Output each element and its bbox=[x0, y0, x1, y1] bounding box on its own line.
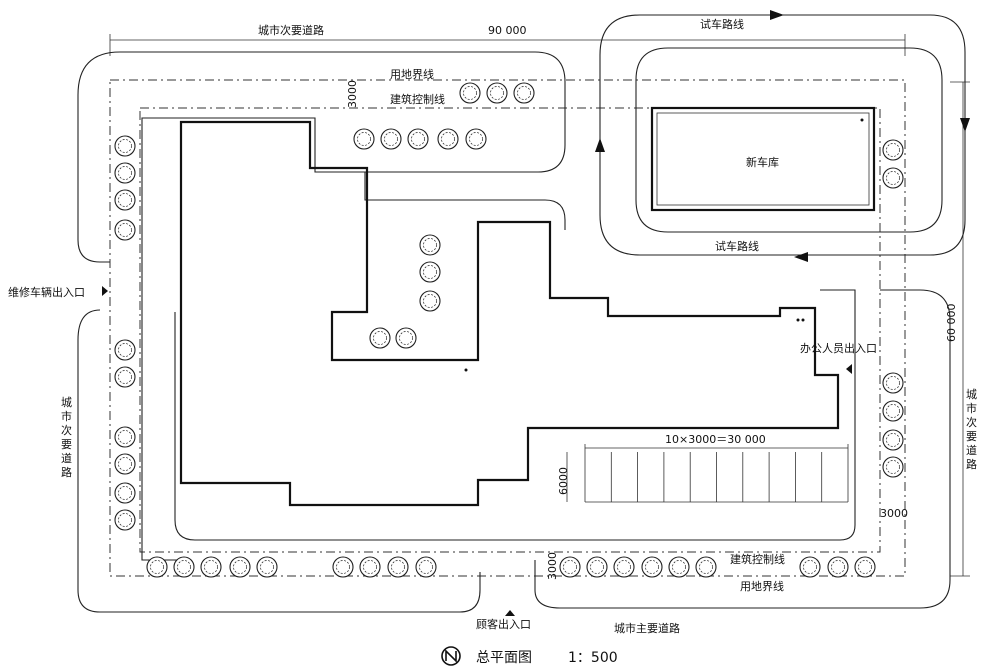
track-arrow-up-icon bbox=[595, 138, 605, 152]
customer-entrance-label: 顾客出入口 bbox=[476, 617, 531, 631]
parking-depth-label: 6000 bbox=[557, 467, 570, 495]
tree-icon bbox=[114, 219, 136, 241]
inner-drive bbox=[174, 172, 856, 541]
tree-icon bbox=[641, 556, 663, 578]
trees bbox=[114, 82, 904, 578]
tree-icon bbox=[114, 426, 136, 448]
road-top-label: 城市次要道路 bbox=[258, 23, 324, 37]
tree-icon bbox=[882, 429, 904, 451]
tree-icon bbox=[882, 167, 904, 189]
boundary-top-label: 用地界线 bbox=[390, 67, 434, 81]
tree-icon bbox=[114, 189, 136, 211]
tree-icon bbox=[827, 556, 849, 578]
test-track bbox=[599, 14, 966, 256]
north-arrow-icon bbox=[441, 646, 461, 666]
tree-icon bbox=[229, 556, 251, 578]
tree-icon bbox=[353, 128, 375, 150]
control-bottom-label: 建筑控制线 bbox=[730, 552, 785, 566]
repair-entrance-marker-icon bbox=[102, 286, 108, 296]
setback-right-label: 3000 bbox=[880, 507, 908, 520]
boundary-bottom-label: 用地界线 bbox=[740, 579, 784, 593]
parking-lot: 10×3000＝30 000 6000 bbox=[557, 433, 849, 503]
tree-icon bbox=[586, 556, 608, 578]
new-garage: 新车库 bbox=[650, 106, 876, 212]
tree-icon bbox=[395, 327, 417, 349]
tree-icon bbox=[799, 556, 821, 578]
tree-icon bbox=[695, 556, 717, 578]
tree-icon bbox=[668, 556, 690, 578]
tree-icon bbox=[882, 400, 904, 422]
tree-icon bbox=[114, 339, 136, 361]
tree-icon bbox=[332, 556, 354, 578]
tree-icon bbox=[256, 556, 278, 578]
tree-icon bbox=[419, 261, 441, 283]
setback-top-label: 3000 bbox=[346, 80, 359, 108]
tree-icon bbox=[380, 128, 402, 150]
tree-icon bbox=[486, 82, 508, 104]
setback-bottom-label: 3000 bbox=[546, 552, 559, 580]
tree-icon bbox=[369, 327, 391, 349]
dim-width-label: 90 000 bbox=[488, 24, 527, 37]
tree-icon bbox=[114, 135, 136, 157]
repair-entrance-label: 维修车辆出入口 bbox=[8, 285, 85, 299]
tree-icon bbox=[114, 162, 136, 184]
tree-icon bbox=[559, 556, 581, 578]
tree-icon bbox=[146, 556, 168, 578]
control-top-label: 建筑控制线 bbox=[390, 92, 445, 106]
tree-icon bbox=[459, 82, 481, 104]
customer-entrance-marker-icon bbox=[505, 610, 515, 616]
tree-icon bbox=[387, 556, 409, 578]
plan-title-block: 总平面图 1：500 bbox=[441, 646, 618, 666]
track-arrow-left-icon bbox=[794, 252, 808, 262]
plan-scale: 1：500 bbox=[568, 650, 618, 666]
track-arrow-down-icon bbox=[960, 118, 970, 132]
road-bottom-label: 城市主要道路 bbox=[614, 621, 680, 635]
dim-height-label: 60 000 bbox=[945, 304, 958, 343]
main-building bbox=[179, 120, 840, 507]
tree-icon bbox=[882, 372, 904, 394]
new-garage-label: 新车库 bbox=[746, 155, 779, 169]
track-arrow-right-icon bbox=[770, 10, 784, 20]
tree-icon bbox=[114, 366, 136, 388]
tree-icon bbox=[854, 556, 876, 578]
tree-icon bbox=[419, 290, 441, 312]
tree-icon bbox=[882, 456, 904, 478]
tree-icon bbox=[415, 556, 437, 578]
width-dimension: 90 000 bbox=[109, 24, 906, 56]
tree-icon bbox=[437, 128, 459, 150]
tree-icon bbox=[173, 556, 195, 578]
building-control-line bbox=[139, 107, 881, 553]
tree-icon bbox=[359, 556, 381, 578]
tree-icon bbox=[114, 509, 136, 531]
tree-icon bbox=[419, 234, 441, 256]
tree-icon bbox=[114, 453, 136, 475]
tree-icon bbox=[200, 556, 222, 578]
test-track-top-label: 试车路线 bbox=[700, 17, 744, 31]
tree-icon bbox=[114, 482, 136, 504]
office-entrance-label: 办公人员出入口 bbox=[800, 341, 877, 355]
roads bbox=[77, 51, 951, 613]
test-track-bottom-label: 试车路线 bbox=[715, 239, 759, 253]
parking-dim-label: 10×3000＝30 000 bbox=[665, 433, 766, 446]
road-right-label: 城市次要道路 bbox=[966, 388, 977, 471]
tree-icon bbox=[613, 556, 635, 578]
plan-title: 总平面图 bbox=[476, 650, 532, 666]
tree-icon bbox=[465, 128, 487, 150]
tree-icon bbox=[882, 139, 904, 161]
road-left-label: 城市次要道路 bbox=[61, 396, 72, 479]
office-entrance-marker-icon bbox=[846, 364, 852, 374]
tree-icon bbox=[407, 128, 429, 150]
height-dimension: 60 000 bbox=[945, 81, 970, 577]
tree-icon bbox=[513, 82, 535, 104]
